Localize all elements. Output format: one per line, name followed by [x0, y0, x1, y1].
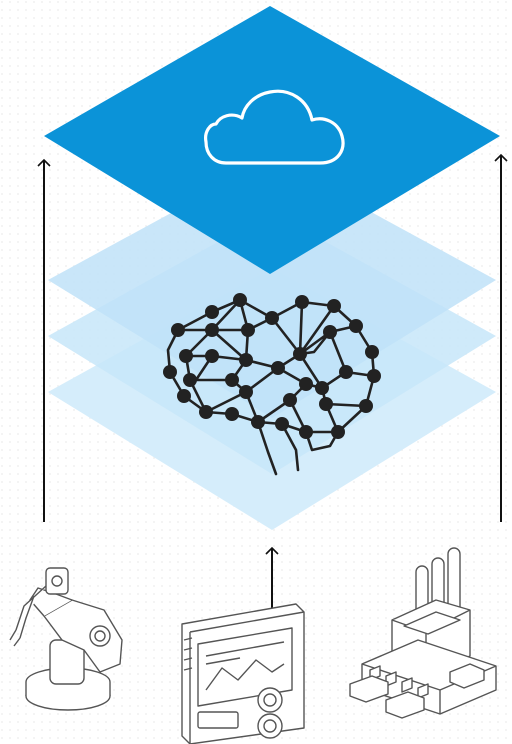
factory-icon — [349, 547, 497, 719]
brain-network-icon — [163, 293, 381, 476]
robot-arm-icon — [9, 567, 123, 711]
cloud-platform-layer — [44, 6, 500, 274]
analytics-layer-stack — [48, 158, 496, 530]
control-panel-icon — [181, 603, 305, 744]
analytics-layer-top — [48, 158, 496, 418]
cloud-icon — [204, 89, 345, 165]
